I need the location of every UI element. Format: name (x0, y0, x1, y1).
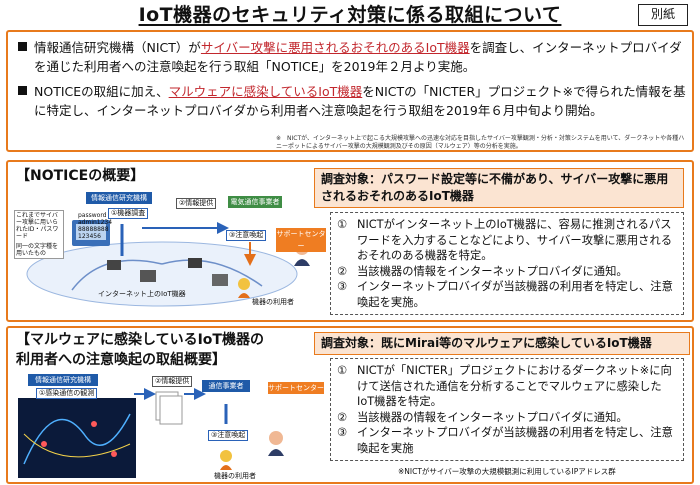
notice-title: 【NOTICEの概要】 (16, 168, 145, 184)
intro-bullet-1: 情報通信研究機構（NICT）がサイバー攻撃に悪用されるおそれのあるIoT機器を調… (34, 40, 682, 74)
intro-bullet-2: NOTICEの取組に加え、マルウェアに感染しているIoT機器をNICTの「NIC… (34, 84, 686, 118)
malware-title: 【マルウェアに感染しているIoT機器の 利用者への注意喚起の取組概要】 (16, 332, 264, 368)
support-center-box-2: サポートセンター (268, 382, 324, 394)
password-table-right: password admin1234 88888888 123456 (78, 212, 113, 240)
step3-label: ③注意喚起 (226, 230, 267, 241)
notice-target: 調査対象：パスワード設定等に不備があり、サイバー攻撃に悪用されるおそれのあるIo… (314, 168, 684, 208)
intro-note: ※ NICTが、インターネット上で起こる大規模攻撃への迅速な対応を目指したサイバ… (276, 135, 685, 150)
nict-box: 情報通信研究機構 (86, 192, 152, 204)
step1-label: ①機器調査 (108, 208, 149, 219)
notice-panel: 【NOTICEの概要】 これまでサイバー攻撃に用いられた (6, 160, 694, 322)
malware-target: 調査対象：既にMirai等のマルウェアに感染しているIoT機器 (314, 332, 690, 355)
password-table-left: これまでサイバー攻撃に用いられたID・パスワード 同一の文字種を用いたもの (14, 210, 64, 259)
nict-box-2: 情報通信研究機構 (28, 374, 98, 386)
step1-label-2: ①感染通信の観測 (36, 388, 98, 399)
step2-label: ②情報提供 (176, 198, 217, 209)
darknet-footnote: ※NICTがサイバー攻撃の大規模観測に利用しているIPアドレス群 (398, 467, 616, 476)
device-user-label: 機器の利用者 (252, 298, 294, 306)
step3-label-2: ③注意喚起 (208, 430, 249, 441)
iot-devices-label: インターネット上のIoT機器 (98, 290, 186, 298)
intro-box: 情報通信研究機構（NICT）がサイバー攻撃に悪用されるおそれのあるIoT機器を調… (6, 30, 694, 152)
malware-diagram: 情報通信研究機構 ①感染通信の観測 ②情報提供 通信事業者 ③注意喚起 サポート… (14, 374, 326, 482)
bullet-2-marker (18, 82, 34, 101)
step2-label-2: ②情報提供 (152, 376, 193, 387)
support-center-box: サポートセンター (276, 228, 326, 252)
malware-diagram-svg (18, 388, 284, 478)
notice-diagram-svg (26, 220, 310, 307)
device-user-label-2: 機器の利用者 (214, 472, 256, 480)
page-title: IoT機器のセキュリティ対策に係る取組について (138, 4, 562, 26)
isp-box-2: 通信事業者 (202, 380, 250, 392)
isp-box: 電気通信事業者 (228, 196, 282, 208)
notice-diagram: これまでサイバー攻撃に用いられたID・パスワード 同一の文字種を用いたもの pa… (12, 190, 330, 320)
malware-panel: 【マルウェアに感染しているIoT機器の 利用者への注意喚起の取組概要】 情報通信… (6, 326, 694, 484)
bullet-1-marker (18, 38, 34, 57)
appendix-badge: 別紙 (638, 4, 688, 26)
